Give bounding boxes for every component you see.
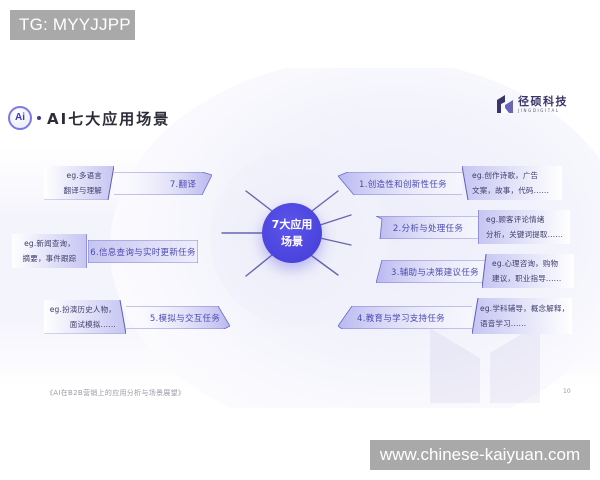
slide: Ai AI七大应用场景 径硕科技 JINGDIGITAL — [0, 68, 600, 408]
example-box-1: eg.创作诗歌，广告 文案，故事，代码...... — [462, 166, 562, 200]
example-line: eg.创作诗歌，广告 — [472, 171, 539, 180]
hub-center: 7大应用 场景 — [262, 203, 322, 263]
example-line: eg.多语言 — [66, 171, 102, 180]
hub-line-2: 场景 — [281, 235, 303, 248]
example-line: 分析，关键词提取...... — [486, 230, 564, 239]
example-box-6: eg.新闻查询， 摘要，事件跟踪 — [12, 234, 87, 268]
example-box-2: eg.顾客评论情绪 分析，关键词提取...... — [478, 210, 570, 244]
example-line: eg.扮演历史人物， — [49, 305, 116, 314]
scenario-tag-4: 4.教育与学习支持任务 — [338, 306, 472, 329]
example-line: eg.心理咨询，购物 — [492, 259, 559, 268]
scenario-label: 7.翻译 — [169, 179, 197, 190]
scenario-tag-6: 6.信息查询与实时更新任务 — [88, 240, 198, 263]
example-line: 建议，职业指导...... — [492, 274, 562, 283]
example-line: 翻译与理解 — [63, 186, 102, 195]
watermark-top: TG: MYYJJPP — [10, 10, 135, 40]
scenario-label: 6.信息查询与实时更新任务 — [90, 247, 196, 258]
example-line: 面试模拟...... — [69, 320, 116, 329]
hub-line-1: 7大应用 — [271, 218, 313, 231]
hub-connector-lines — [221, 190, 352, 277]
brand-name-cn: 径硕科技 — [518, 94, 568, 108]
scenario-label: 2.分析与处理任务 — [392, 223, 464, 234]
scenario-tag-2: 2.分析与处理任务 — [376, 216, 480, 239]
brand-logo: 径硕科技 JINGDIGITAL — [496, 94, 568, 114]
scenario-tag-7: 7.翻译 — [114, 172, 212, 195]
example-box-7: eg.多语言 翻译与理解 — [44, 166, 114, 200]
watermark-bottom: www.chinese-kaiyuan.com — [370, 440, 590, 470]
scenario-label: 5.模拟与交互任务 — [149, 313, 221, 324]
bullet-dot — [37, 116, 41, 120]
source-footnote: 《AI在B2B营销上的应用分析与场景展望》 — [46, 389, 186, 397]
example-box-3: eg.心理咨询，购物 建议，职业指导...... — [482, 254, 574, 288]
brand-name-en: JINGDIGITAL — [518, 107, 560, 113]
jingdigital-logo-icon — [497, 95, 513, 113]
page-number: 10 — [563, 388, 571, 395]
example-line: 文案，故事，代码...... — [472, 186, 550, 195]
example-line: 摘要，事件跟踪 — [22, 254, 77, 263]
example-box-4: eg.学科辅导，概念解释， 语音学习...... — [472, 298, 572, 334]
title-text: AI七大应用场景 — [47, 109, 171, 128]
example-line: eg.学科辅导，概念解释， — [480, 304, 570, 313]
watermark-logo-icon — [430, 323, 540, 403]
scenario-tag-5: 5.模拟与交互任务 — [126, 306, 230, 329]
scenario-tag-1: 1.创造性和创新性任务 — [338, 172, 462, 195]
example-line: eg.新闻查询， — [24, 239, 75, 248]
example-line: 语音学习...... — [480, 319, 527, 328]
example-line: eg.顾客评论情绪 — [486, 215, 545, 224]
slide-title: Ai AI七大应用场景 — [8, 106, 170, 130]
scenario-label: 3.辅助与决策建议任务 — [391, 267, 479, 278]
example-box-5: eg.扮演历史人物， 面试模拟...... — [44, 300, 126, 334]
scenario-label: 4.教育与学习支持任务 — [357, 313, 445, 324]
scenario-label: 1.创造性和创新性任务 — [359, 179, 447, 190]
ai-badge-icon: Ai — [8, 106, 32, 130]
scenario-tag-3: 3.辅助与决策建议任务 — [376, 260, 488, 283]
